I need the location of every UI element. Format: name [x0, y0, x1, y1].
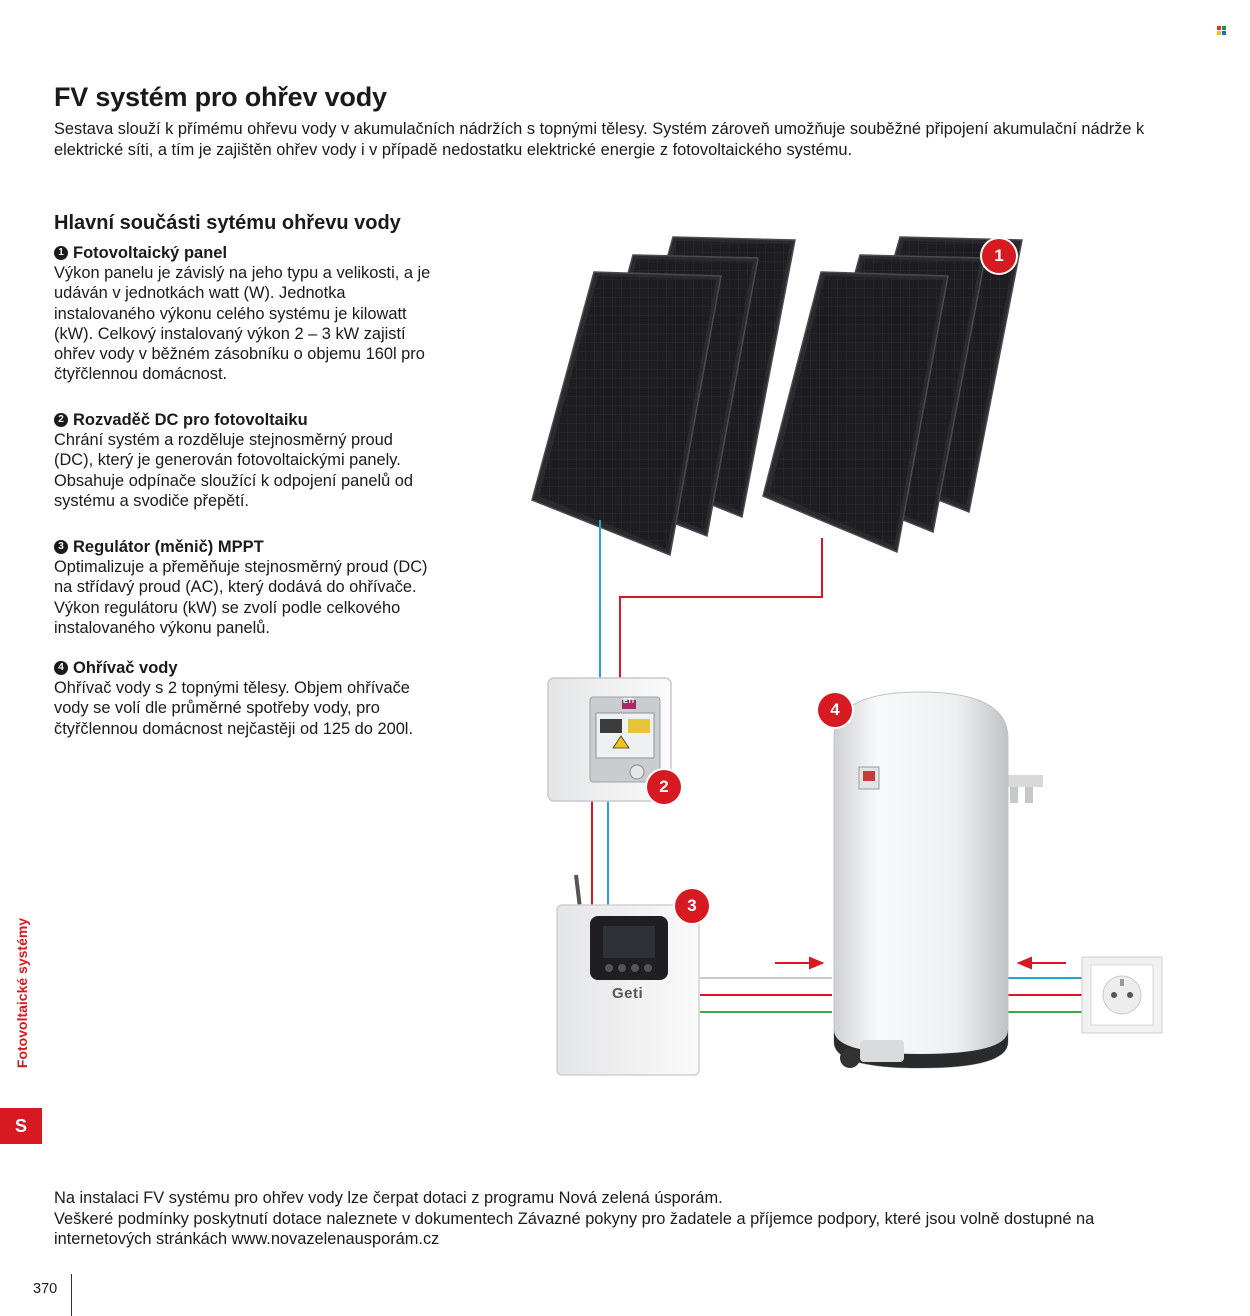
number-icon: 4	[54, 661, 68, 675]
page-title: FV systém pro ohřev vody	[54, 82, 387, 112]
water-heater	[833, 691, 1043, 1069]
page-divider	[71, 1274, 72, 1316]
number-icon: 3	[54, 540, 68, 554]
page-number: 370	[33, 1281, 58, 1297]
callout-badge-2: 2	[647, 770, 681, 804]
component-description: Výkon panelu je závislý na jeho typu a v…	[54, 264, 431, 384]
subsidy-note-line2: Veškeré podmínky poskytnutí dotace nalez…	[54, 1209, 1095, 1249]
component-description: Optimalizuje a přeměňuje stejnosměrný pr…	[54, 558, 428, 637]
callout-badge-3: 3	[675, 889, 709, 923]
callout-badge-4: 4	[818, 693, 852, 727]
section-side-label: Fotovoltaické systémy	[14, 917, 30, 1069]
distributor-brand-label: ETI	[623, 698, 634, 705]
intro-paragraph: Sestava slouží k přímému ohřevu vody v a…	[54, 120, 1145, 159]
section-letter-tab: S	[0, 1108, 42, 1144]
pv-panel-group-right	[762, 236, 1023, 554]
components-heading: Hlavní součásti sytému ohřevu vody	[54, 212, 401, 234]
dc-wiring	[591, 520, 823, 905]
callout-badge-1: 1	[982, 239, 1016, 273]
controller-brand-label: Geti	[612, 985, 644, 1002]
number-icon: 1	[54, 246, 68, 260]
number-icon: 2	[54, 413, 68, 427]
flow-arrow-icon	[775, 956, 1066, 970]
corner-color-mark	[1217, 26, 1226, 35]
mppt-controller	[556, 874, 700, 1076]
ac-wiring	[700, 977, 1085, 1013]
subsidy-note-line1: Na instalaci FV systému pro ohřev vody l…	[54, 1189, 723, 1207]
subsidy-note: Na instalaci FV systému pro ohřev vody l…	[54, 1188, 1174, 1250]
pv-panel-group-left	[531, 236, 796, 557]
wall-socket	[1081, 956, 1163, 1034]
component-description: Ohřívač vody s 2 topnými tělesy. Objem o…	[54, 679, 414, 738]
dc-distributor-box	[547, 677, 672, 802]
component-description: Chrání systém a rozděluje stejnosměrný p…	[54, 431, 414, 510]
